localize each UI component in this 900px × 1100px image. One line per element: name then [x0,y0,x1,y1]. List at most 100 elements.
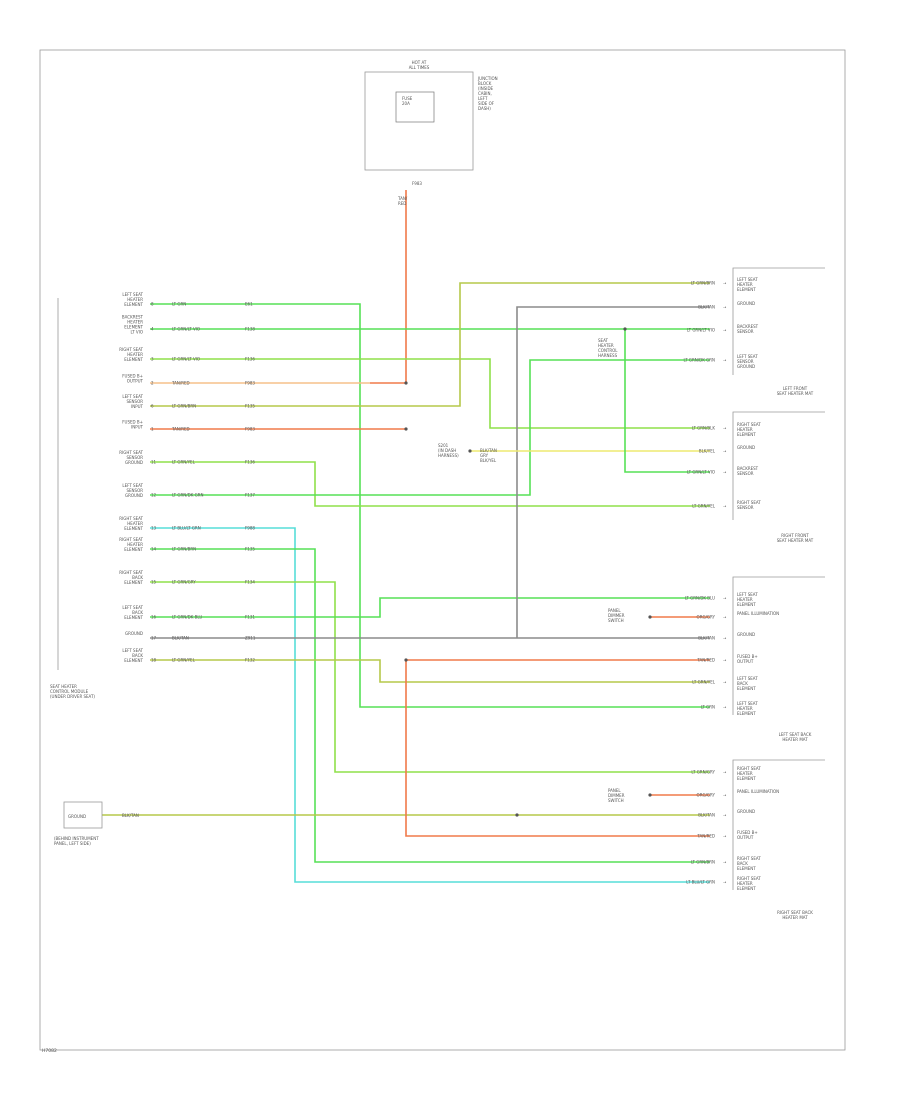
wire-fuse-feed [370,190,407,384]
right-pin-color: LT GRN/DK GRN [684,358,715,363]
ground-box-label: GROUND [68,814,86,819]
left-pin-label: HEATER [127,352,143,357]
splice-label: CONTROL [598,348,618,353]
ground-wire-color: BLK/TAN [122,813,139,818]
right-pin-label: LEFT SEAT [737,676,758,681]
right-pin-arrow: → [723,504,727,509]
right-pin-label: RIGHT SEAT [737,766,761,771]
junction-block-name: CABIN, [478,91,492,96]
fuse-circuit-label: F983 [412,181,422,186]
left-pin-label: ELEMENT [124,658,143,663]
ground-box-caption: (BEHIND INSTRUMENT [54,836,99,841]
right-group-caption: LEFT SEAT BACK [779,732,812,737]
right-pin-color: LT GRN/GRY [691,770,715,775]
left-pin-number: 11 [151,460,157,465]
splice-dot [515,813,519,817]
left-pin-number: 1 [151,427,154,432]
right-pin-label: PANEL ILLUMINATION [737,789,779,794]
left-pin-circuit: F135 [245,547,255,552]
right-pin-color: LT GRN/LT VIO [687,470,715,475]
right-pin-arrow: → [723,860,727,865]
left-pin-label: INPUT [131,404,144,409]
right-pin-label: HEATER [737,706,753,711]
splice-dot [623,327,627,331]
right-connector-edge [732,267,825,375]
wire-ground-riser [516,306,710,638]
left-pin-color: LT GRN/BRN [172,547,196,552]
right-pin-arrow: → [723,680,727,685]
wires-layer [102,190,710,883]
right-pin-arrow: → [723,813,727,818]
right-pin-arrow: → [723,658,727,663]
splice-dot [648,615,652,619]
left-pin-label: SENSOR [126,488,143,493]
right-pin-arrow: → [723,305,727,310]
left-pin-label: BACK [132,653,143,658]
right-pin-label: HEATER [737,427,753,432]
right-pin-label: LEFT SEAT [737,592,758,597]
left-pin-number: 13 [151,526,157,531]
left-pin-color: LT GRN/LT VIO [172,357,200,362]
wire-pin16 [150,597,710,618]
left-pin-label: HEATER [127,297,143,302]
left-pin-circuit: F983 [245,427,255,432]
splice-dot [404,381,408,385]
right-pin-color: BLK/YEL [699,449,716,454]
left-pin-number: 14 [151,547,157,552]
splice-label: HARNESS) [438,453,459,458]
left-pin-label: HEATER [127,521,143,526]
wire-pin18 [150,659,710,683]
right-pin-color: LT GRN/DK BLU [685,596,715,601]
right-pin-arrow: → [723,793,727,798]
left-pin-label: LEFT SEAT [122,483,143,488]
junction-block-name: DASH) [478,106,491,111]
left-pin-label: RIGHT SEAT [119,570,143,575]
left-pin-circuit: E61 [245,302,253,307]
right-pin-label: BACK [737,861,748,866]
left-pin-label: INPUT [131,425,144,430]
right-pin-label: RIGHT SEAT [737,422,761,427]
dimmer-label: DIMMER [608,613,625,618]
right-pin-label: SENSOR [737,471,754,476]
dimmer-label: PANEL [608,788,621,793]
wire-pin14 [150,548,710,863]
right-pin-label: ELEMENT [737,686,756,691]
dimmer-label: PANEL [608,608,621,613]
dimmer-label: SWITCH [608,798,624,803]
right-pin-arrow: → [723,470,727,475]
right-pin-arrow: → [723,880,727,885]
right-pin-label: BACKREST [737,466,759,471]
left-pin-number: 16 [151,615,157,620]
right-pin-label: ELEMENT [737,886,756,891]
left-pin-circuit: F137 [245,493,255,498]
right-pin-arrow: → [723,281,727,286]
left-pin-label: FUSED B+ [122,374,143,379]
left-pin-label: ELEMENT [124,547,143,552]
left-pin-number: 15 [151,580,157,585]
left-pin-color: LT BLU/LT GRN [172,526,201,531]
left-pin-circuit: F132 [245,658,255,663]
right-pin-label: ELEMENT [737,866,756,871]
fuse-symbol [395,91,435,123]
splice-label: HEATER [598,343,614,348]
left-pin-color: LT GRN/YEL [172,460,196,465]
left-pin-label: FUSED B+ [122,420,143,425]
right-pin-color: LT GRN/BRN [691,860,715,865]
junction-block-name: SIDE OF [478,101,495,106]
right-pin-label: GROUND [737,445,755,450]
left-pin-number: 18 [151,658,157,663]
right-pin-label: HEATER [737,771,753,776]
dimmer-label: SWITCH [608,618,624,623]
boxes-layer [57,71,825,890]
right-pin-color: LT GRN/BRN [691,281,715,286]
right-pin-arrow: → [723,328,727,333]
splice-dot [404,658,408,662]
splice-label: S201 [438,443,449,448]
left-pin-color: BLK/TAN [172,636,189,641]
left-pin-label: SENSOR [126,455,143,460]
left-pin-number: 17 [151,636,157,641]
dimmer-label: DIMMER [608,793,625,798]
left-pin-label: ELEMENT [124,526,143,531]
right-pin-color: LT GRN/LT VIO [687,328,715,333]
right-pin-color: LT GRN/YEL [692,504,716,509]
